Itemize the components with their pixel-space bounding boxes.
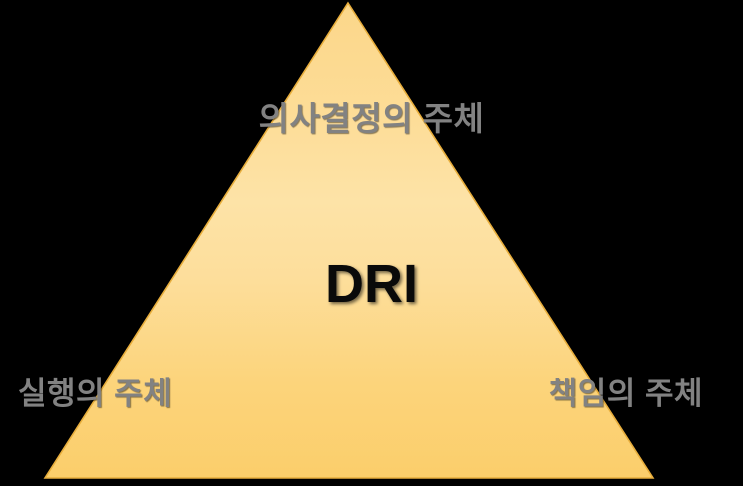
pyramid-label-center: DRI bbox=[325, 254, 418, 314]
triangle-polygon bbox=[43, 1, 655, 479]
pyramid-label-top: 의사결정의 주체 bbox=[258, 100, 485, 137]
pyramid-label-bottom-right: 책임의 주체 bbox=[548, 376, 703, 411]
pyramid-label-bottom-left: 실행의 주체 bbox=[18, 376, 173, 411]
